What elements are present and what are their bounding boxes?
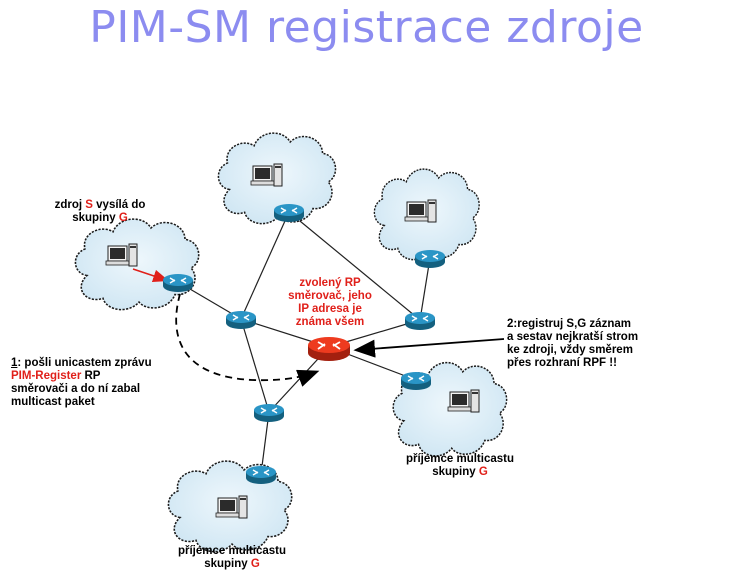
computer-icon [215, 495, 248, 519]
rp-router-icon [307, 336, 351, 362]
router-icon [273, 203, 305, 223]
computer-icon [250, 163, 283, 187]
router-icon [162, 273, 194, 293]
link-rright-rtopright [419, 257, 431, 321]
router-icon [245, 465, 277, 485]
step2-label: 2:registruj S,G záznam a sestav nejkratš… [507, 318, 639, 369]
link-rbottom-rreceiver [260, 411, 270, 475]
source-label: zdroj S vysílá do skupiny G [54, 199, 146, 224]
network-links [177, 211, 431, 475]
router-icon [253, 403, 285, 423]
link-r1-rtop [240, 211, 290, 320]
router-icon [225, 310, 257, 330]
cloud-icon [373, 168, 480, 261]
router-icon [414, 249, 446, 269]
receiver-bottom-label: příjemce multicastu skupiny G [177, 545, 286, 570]
source-send-arrow [132, 268, 170, 283]
register-unicast-arrow [175, 293, 320, 387]
link-r1-rbottom [240, 318, 270, 413]
rp-label: zvolený RP směrovač, jeho IP adresa je z… [288, 277, 372, 328]
router-icon [400, 371, 432, 391]
computer-icon [404, 199, 437, 223]
computer-icon [105, 243, 138, 267]
register-sg-arrow [353, 338, 505, 358]
router-icon [404, 311, 436, 331]
computer-icon [447, 389, 480, 413]
step1-label: 1: pošli unicastem zprávu PIM-Register R… [11, 357, 152, 408]
page-title: PIM-SM registrace zdroje [89, 2, 644, 53]
receiver-right-label: příjemce multicastu skupiny G [405, 453, 514, 478]
link-rtop-rright [288, 211, 421, 321]
